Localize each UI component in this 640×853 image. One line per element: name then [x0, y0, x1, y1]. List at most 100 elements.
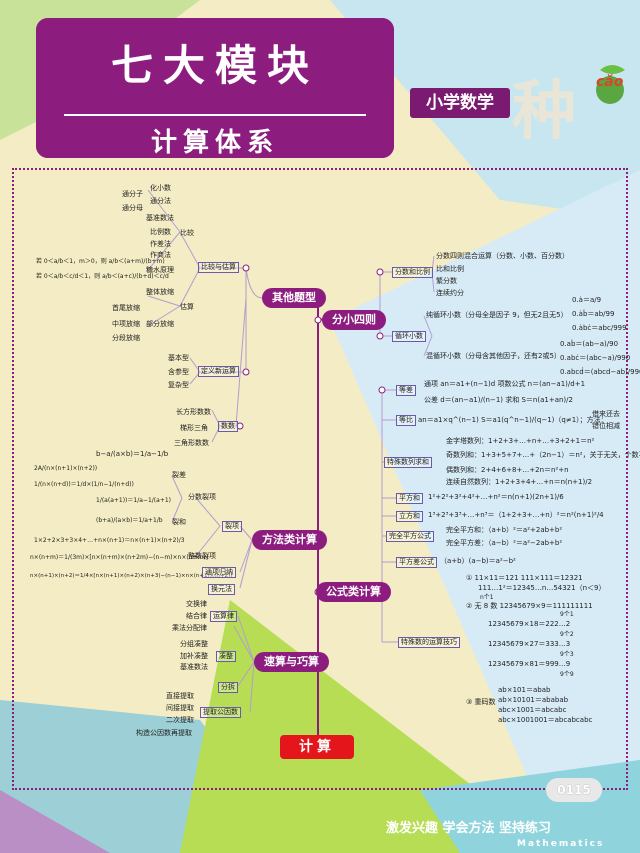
- split-f4: 1/(a(a+1))＝1/a−1/(a+1): [96, 497, 171, 504]
- law-item: 乘法分配律: [172, 624, 207, 632]
- brand-pinyin: cǎo: [596, 74, 624, 90]
- tricks-l12: ③ 重码数: [466, 698, 496, 706]
- split-integer: 整数裂项: [188, 552, 216, 560]
- split-f1: b−a/(a×b)＝1/a−1/b: [96, 450, 169, 458]
- node-swap: 换元法: [208, 584, 235, 595]
- geo-m2: 错位相减: [592, 422, 620, 430]
- compare-item: 作商法: [150, 251, 171, 259]
- compare-item: 部分放缩: [146, 320, 174, 328]
- round-item: 分组凑整: [180, 640, 208, 648]
- repeat-f5: 0.abċ＝(abc−a)/990: [560, 354, 631, 362]
- arith-line2: 公差 d＝(an−a1)/(n−1) 求和 S＝n(a1+an)/2: [424, 396, 573, 404]
- node-factor: 提取公因数: [200, 707, 241, 718]
- factor-item: 构造公因数再提取: [136, 729, 192, 737]
- law-item: 交换律: [186, 600, 207, 608]
- node-geo: 等比: [396, 415, 416, 426]
- node-formula: 公式类计算: [316, 582, 391, 602]
- node-repeat: 循环小数: [392, 331, 426, 342]
- title-divider: [64, 114, 366, 116]
- repeat-f2: 0.ȧḃ＝ab/99: [572, 310, 615, 318]
- cube-line: 1³+2³+3³+…+n³＝（1+2+3+…+n）²＝n²(n+1)²/4: [428, 511, 604, 519]
- tricks-l9: 9个3: [560, 651, 574, 658]
- factor-item: 间接提取: [166, 704, 194, 712]
- node-law: 运算律: [210, 611, 237, 622]
- brand-char: 种: [512, 74, 576, 149]
- count-item: 三角形数数: [174, 439, 209, 447]
- ratio-item: 连续约分: [436, 289, 464, 297]
- compare-item: 化小数: [150, 184, 171, 192]
- geo-line1: an＝a1×q^(n−1) S＝a1(q^n−1)/(q−1)（q≠1）；方法：: [418, 416, 608, 424]
- node-split: 裂项: [222, 521, 242, 532]
- complete-l2: 完全平方差：（a−b）²＝a²−2ab+b²: [446, 539, 563, 547]
- node-cube: 立方和: [396, 511, 423, 522]
- ratio-item: 繁分数: [436, 277, 457, 285]
- compare-formula-2: 若 0＜a/b＜c/d＜1，则 a/b＜(a+c)/(b+d)＜c/d: [36, 273, 169, 280]
- content-frame: [12, 168, 628, 790]
- node-fraction: 分小四则: [322, 310, 386, 330]
- tricks-l11: 9个1: [560, 611, 574, 618]
- count-item: 梯形三角: [180, 424, 208, 432]
- page-subtitle: 计算体系: [150, 128, 279, 158]
- page-badge: 0115: [546, 778, 602, 802]
- factor-item: 二次提取: [166, 716, 194, 724]
- diff-line: （a+b）(a−b)＝a²−b²: [440, 557, 516, 565]
- node-compare: 比较与估算: [198, 262, 239, 273]
- tricks-l7: 12345679×81＝999…9: [488, 660, 571, 668]
- special-l1: 金字塔数列：1+2+3+…+n+…+3+2+1＝n²: [446, 437, 595, 445]
- compare-item: 分段放缩: [112, 334, 140, 342]
- split-divide: 裂差: [172, 471, 186, 479]
- compare-item: 中项放缩: [112, 320, 140, 328]
- compare-item: 整体放缩: [146, 288, 174, 296]
- compare-item: 估算: [180, 303, 194, 311]
- split-f7: n×(n+m)＝1/(3m)×[n×(n+m)×(n+2m)−(n−m)×n×(…: [30, 554, 209, 561]
- node-speed: 速算与巧算: [254, 652, 329, 672]
- repeat-f1: 0.ȧ＝a/9: [572, 296, 602, 304]
- compare-item: 首尾放缩: [112, 304, 140, 312]
- repeat-f3: 0.ȧbċ＝abc/999: [572, 324, 627, 332]
- newop-item: 基本型: [168, 354, 189, 362]
- special-l2: 奇数列和：1+3+5+7+…+（2n−1）＝n²，关于无关，个数平方: [446, 451, 640, 459]
- root-node: 计算: [280, 735, 354, 759]
- tricks-l14: ab×10101＝ababab: [498, 696, 569, 704]
- newop-item: 含参型: [168, 368, 189, 376]
- title-box: 七大模块 计算体系: [36, 18, 394, 158]
- subject-label: 小学数学: [410, 88, 510, 118]
- tricks-l15: abc×1001＝abcabc: [498, 706, 567, 714]
- tricks-l13: ab×101＝abab: [498, 686, 551, 694]
- tricks-l5: 12345679×18＝222…2: [488, 620, 571, 628]
- tricks-l8: 9个2: [560, 631, 574, 638]
- split-f2: 2A/(n×(n+1)×(n+2)): [34, 465, 98, 472]
- tricks-l2: 111…1²＝12345…n…54321（n＜9）: [478, 584, 606, 592]
- geo-m1: 借来还去: [592, 410, 620, 418]
- node-complete: 完全平方公式: [386, 531, 434, 542]
- law-item: 结合律: [186, 612, 207, 620]
- repeat-pure: 纯循环小数（分母全是因子 9，但无2且无5）: [426, 311, 568, 319]
- tricks-l3: n个1: [480, 594, 494, 601]
- node-tricks: 特殊数的运算技巧: [398, 637, 460, 648]
- node-method: 方法类计算: [252, 530, 327, 550]
- split-subtract: 分数裂项: [188, 493, 216, 501]
- node-other: 其他题型: [262, 288, 326, 308]
- tricks-l4: ② 无 8 数 12345679×9＝111111111: [466, 602, 593, 610]
- compare-item: 作差法: [150, 240, 171, 248]
- node-arith: 等差: [396, 385, 416, 396]
- page-title: 七大模块: [110, 41, 319, 90]
- count-item: 长方形数数: [176, 408, 211, 416]
- node-diff: 平方差公式: [396, 557, 437, 568]
- complete-l1: 完全平方和：（a+b）²＝a²+2ab+b²: [446, 526, 563, 534]
- footer-text: 激发兴趣 学会方法 坚持练习: [386, 821, 552, 836]
- repeat-mixed: 混循环小数（分母含其他因子，还有2或5）: [426, 352, 561, 360]
- compare-item: 通分法: [150, 197, 171, 205]
- footer-math: Mathematics: [517, 839, 605, 849]
- compare-item: 比例数: [150, 228, 171, 236]
- tricks-l1: ① 11×11＝121 111×111＝12321: [466, 574, 583, 582]
- node-round: 凑整: [216, 651, 236, 662]
- ratio-item: 比和比例: [436, 265, 464, 273]
- split-f3: 1/(n×(n+d))＝1/d×(1/n−1/(n+d)): [34, 481, 134, 488]
- square-line: 1²+2²+3²+4²+…+n²＝n(n+1)(2n+1)/6: [428, 493, 564, 501]
- tricks-l10: 9个9: [560, 671, 574, 678]
- node-reduce: 通项归纳: [202, 567, 236, 578]
- node-speed-split: 分拆: [218, 682, 238, 693]
- tricks-l16: abc×1001001＝abcabcabc: [498, 716, 593, 724]
